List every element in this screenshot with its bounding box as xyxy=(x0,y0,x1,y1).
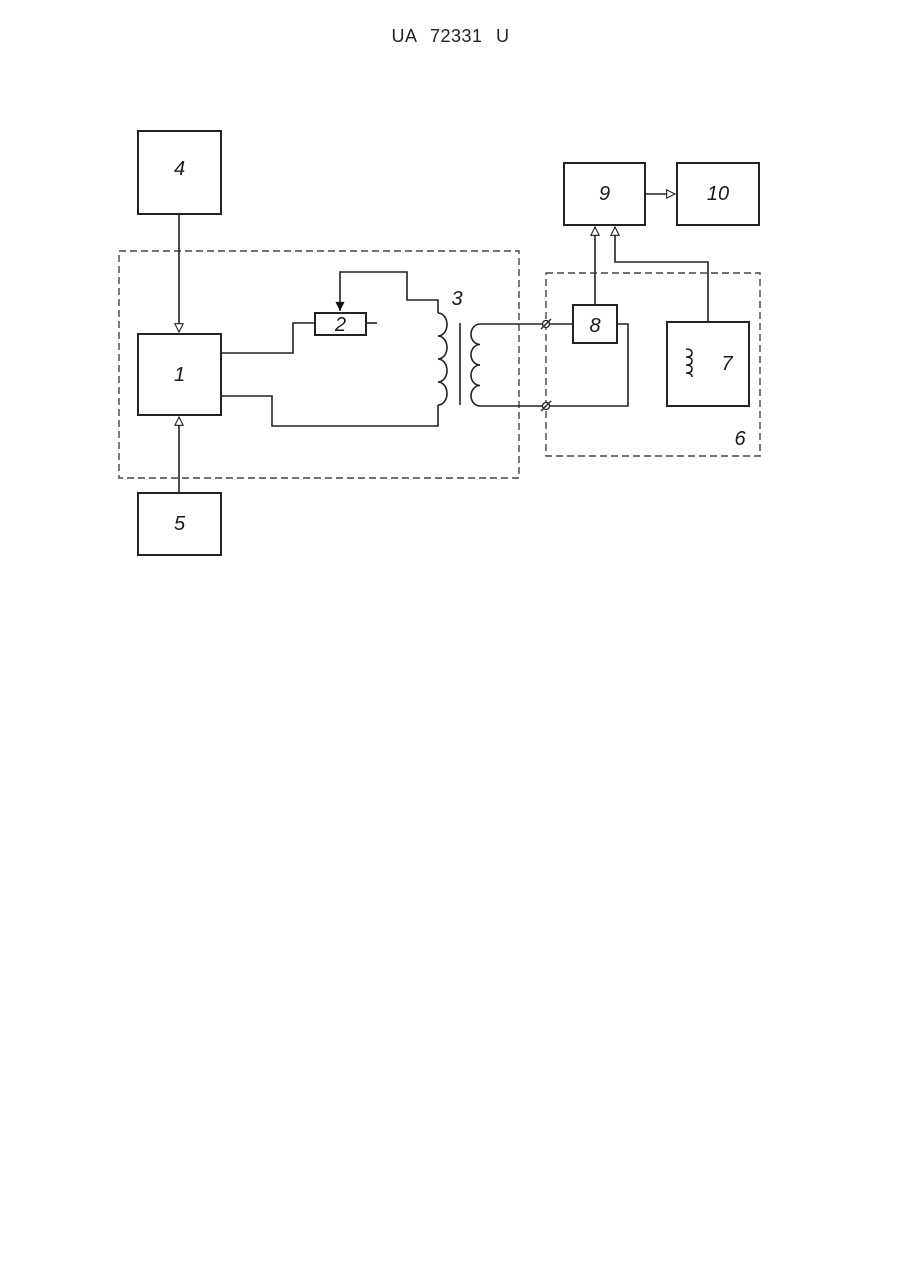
arrow-7-to-9 xyxy=(615,227,708,322)
transformer-primary-coil xyxy=(438,313,447,405)
block-7 xyxy=(667,322,749,406)
block-8-label: 8 xyxy=(589,315,600,337)
block-1-label: 1 xyxy=(174,364,185,386)
wire-1-to-transformer xyxy=(221,396,438,426)
transformer-3-label: 3 xyxy=(451,288,462,310)
block-7-label: 7 xyxy=(721,353,733,375)
block-9-label: 9 xyxy=(599,183,610,205)
block-4-label: 4 xyxy=(174,158,185,180)
terminal-bottom xyxy=(541,401,551,411)
transformer-secondary-coil xyxy=(471,324,480,406)
terminal-top xyxy=(541,319,551,329)
enclosure-6-label: 6 xyxy=(734,428,746,450)
resistor-2-label: 2 xyxy=(334,314,346,336)
block-10-label: 10 xyxy=(707,183,729,205)
resistor-2-wiper xyxy=(340,272,438,313)
wire-1-to-2 xyxy=(221,323,315,353)
block-5-label: 5 xyxy=(174,513,186,535)
